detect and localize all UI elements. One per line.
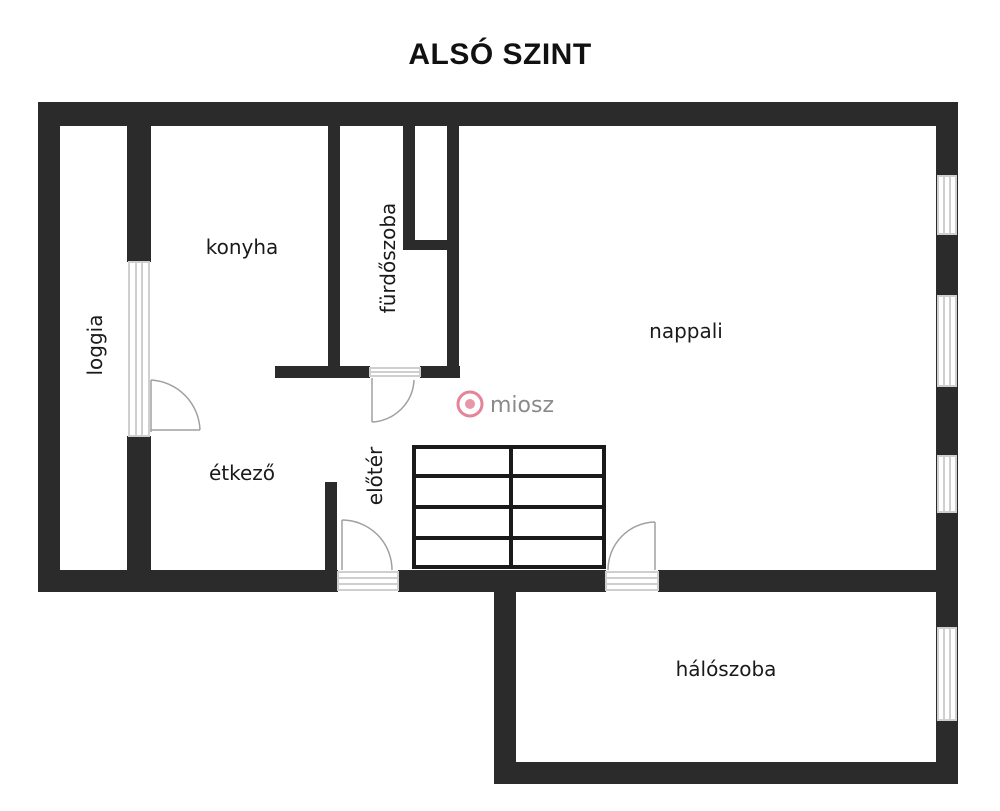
wall-loggia-divider-bottom (127, 436, 151, 586)
room-label-furdoszoba: fürdőszoba (376, 203, 400, 314)
threshold-bedroom (605, 571, 659, 591)
room-label-eloter: előtér (363, 446, 387, 505)
door-swings (150, 378, 656, 571)
wall-bedroom-bottom (494, 762, 958, 784)
threshold-bathroom (369, 367, 421, 377)
window-bedroom (937, 627, 957, 721)
door-thresholds (337, 367, 659, 591)
wall-loggia-divider-top (127, 102, 151, 262)
room-label-nappali: nappali (649, 319, 723, 343)
room-label-haloszoba: hálószoba (676, 657, 777, 681)
wall-left (38, 102, 60, 592)
watermark-text: miosz (490, 393, 554, 418)
watermark-logo-icon (456, 390, 484, 418)
wall-kitchen-bath (328, 120, 340, 378)
threshold-entrance (337, 571, 399, 591)
window-living-1 (937, 175, 957, 235)
door-entrance (341, 519, 393, 571)
windows (128, 175, 957, 721)
window-living-3 (937, 455, 957, 513)
room-label-loggia: loggia (83, 315, 107, 376)
watermark: miosz (456, 390, 554, 418)
door-bathroom (371, 378, 415, 423)
door-loggia (150, 379, 201, 432)
wall-shaft-left (403, 120, 415, 250)
wall-hall-stub (325, 482, 337, 574)
wall-top (38, 102, 958, 126)
walls (38, 102, 958, 784)
wall-bottom-left (38, 570, 338, 592)
window-living-2 (937, 295, 957, 387)
staircase (412, 445, 606, 569)
window-loggia (128, 261, 150, 437)
room-label-konyha: konyha (206, 235, 279, 259)
wall-bottom-right (658, 570, 958, 592)
wall-shaft-bottom (403, 240, 459, 250)
wall-stub-horizontal (275, 366, 370, 378)
floor-title: ALSÓ SZINT (408, 38, 592, 71)
room-label-etkezo: étkező (209, 461, 275, 485)
wall-bedroom-left (494, 570, 516, 784)
door-bedroom (607, 521, 656, 571)
